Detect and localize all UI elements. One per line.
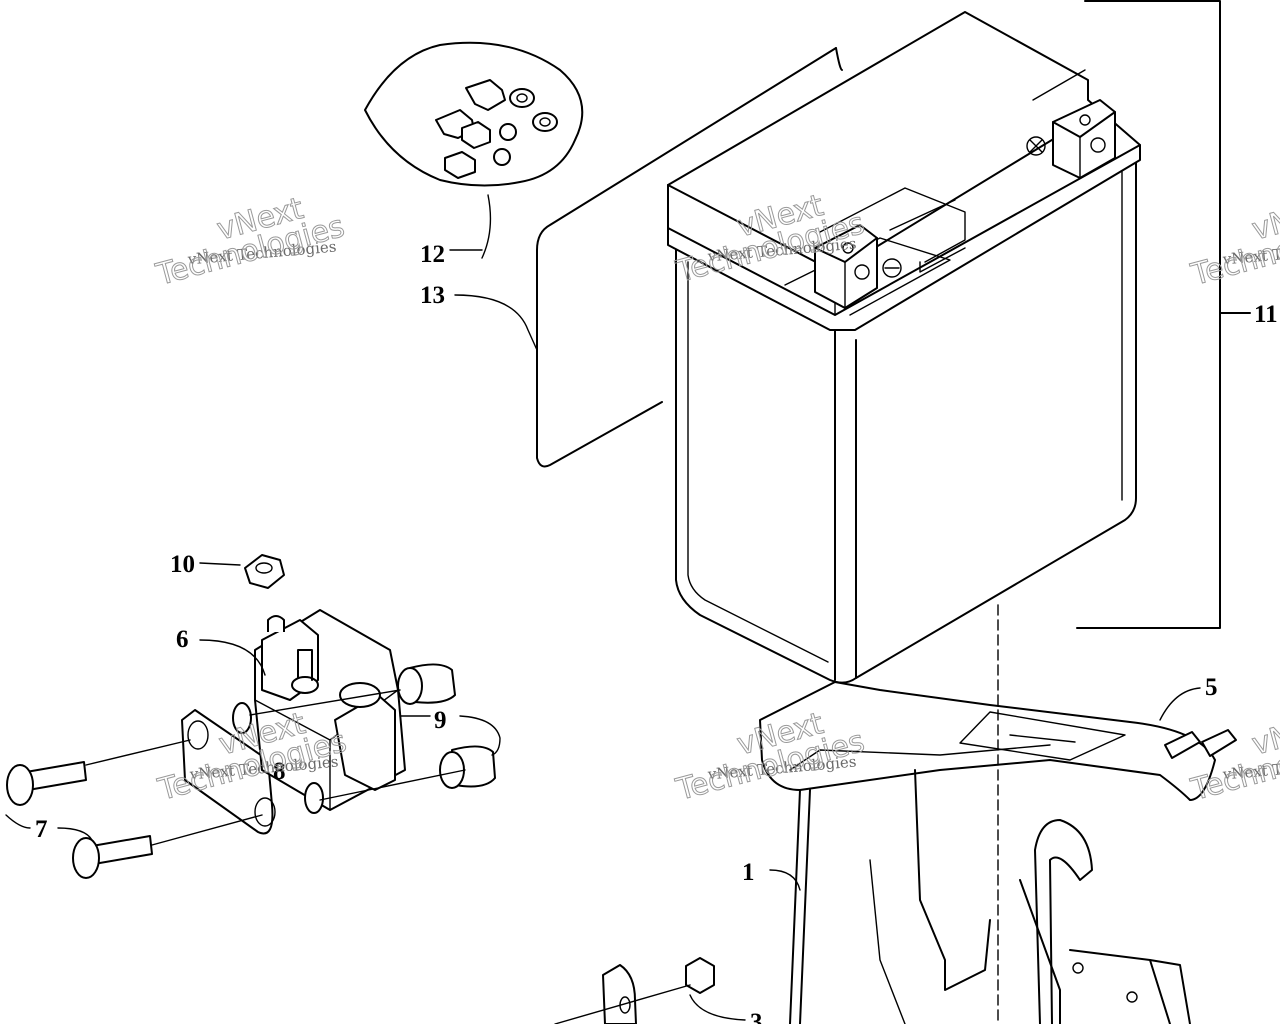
callout-labels: 1 3 5 6 7 8 9 10 11 12 13	[35, 241, 1278, 1024]
callout-7: 7	[35, 816, 48, 843]
watermark-3: vNext vNext Technologies Technologies	[1187, 191, 1280, 294]
callout-1: 1	[742, 859, 755, 886]
battery-tray	[554, 604, 1237, 1024]
solenoid-assembly	[5, 554, 501, 879]
battery-pad	[454, 47, 843, 468]
callout-11: 11	[1254, 301, 1278, 328]
hardware-kit	[364, 41, 584, 259]
callout-3: 3	[750, 1009, 763, 1024]
watermark-1: vNext vNext Technologies Technologies	[152, 191, 349, 294]
battery	[667, 11, 1141, 684]
callout-11-bracket	[1076, 0, 1251, 629]
callout-10: 10	[170, 551, 195, 578]
callout-9: 9	[434, 707, 447, 734]
callout-5: 5	[1205, 674, 1218, 701]
callout-12: 12	[420, 241, 445, 268]
callout-8: 8	[273, 758, 286, 785]
callout-6: 6	[176, 626, 189, 653]
callout-13: 13	[420, 282, 445, 309]
